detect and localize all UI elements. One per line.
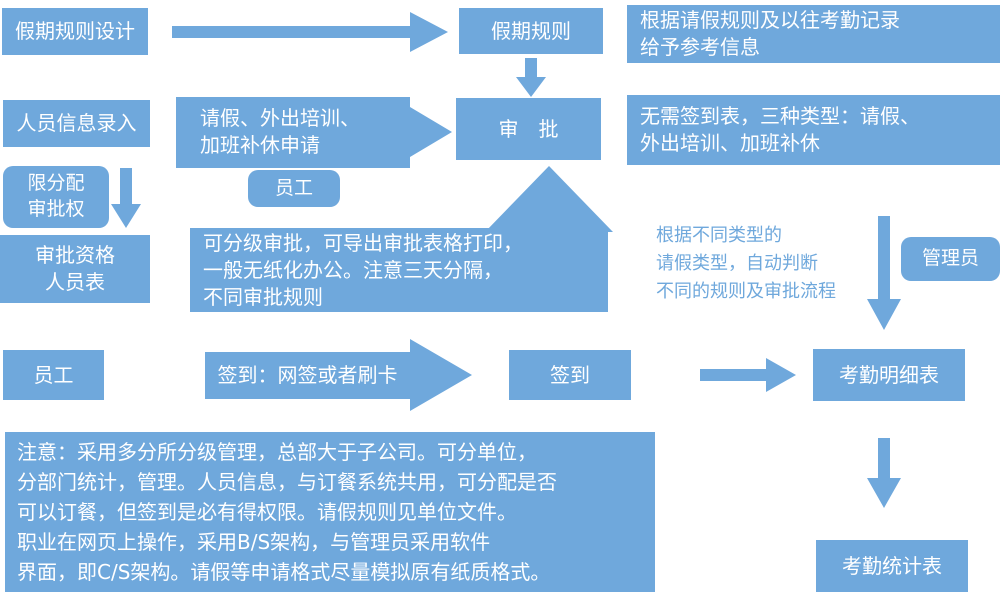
- node-bottom-note: 注意：采用多分所分级管理，总部大于子公司。可分单位， 分部门统计，管理。人员信息…: [5, 432, 655, 592]
- node-personnel-info-entry: 人员信息录入: [3, 100, 150, 147]
- label-leave-request: 请假、外出培训、 加班补休申请: [200, 106, 360, 157]
- node-approval: 审 批: [456, 98, 601, 160]
- arrow-up-to-approval: [485, 166, 613, 232]
- arrow-down-rule-to-approval: [516, 58, 546, 97]
- arrow-down-limit-to-qualification: [111, 168, 141, 228]
- node-employee-top: 员工: [248, 170, 340, 207]
- node-attendance-detail: 考勤明细表: [813, 349, 965, 401]
- node-limit-assign-approval: 限分配 审批权: [3, 166, 109, 228]
- node-employee-bottom: 员工: [3, 350, 104, 400]
- node-approval-qualification-list: 审批资格 人员表: [0, 235, 150, 303]
- arrow-down-detail-to-stats: [867, 438, 901, 508]
- arrow-right-signin-to-detail: [700, 358, 796, 392]
- label-signin-method: 签到：网签或者刷卡: [217, 363, 398, 387]
- node-admin: 管理员: [901, 237, 1000, 281]
- arrow-down-admin-to-detail: [867, 216, 901, 330]
- node-holiday-rule: 假期规则: [459, 8, 603, 54]
- arrow-right-design-to-rule: [172, 12, 448, 52]
- block-arrow-signin-method: [205, 339, 472, 411]
- node-no-signin-note: 无需签到表，三种类型：请假、 外出培训、加班补休: [627, 95, 1000, 165]
- node-signin: 签到: [509, 350, 631, 400]
- node-attendance-stats: 考勤统计表: [816, 540, 968, 592]
- node-holiday-rule-design: 假期规则设计: [2, 8, 148, 55]
- node-approval-note: 可分级审批，可导出审批表格打印， 一般无纸化办公。注意三天分隔， 不同审批规则: [190, 228, 608, 312]
- label-auto-judge-note: 根据不同类型的 请假类型，自动判断 不同的规则及审批流程: [656, 225, 836, 302]
- block-arrow-leave-request: [176, 97, 452, 168]
- node-reference-info-note: 根据请假规则及以往考勤记录 给予参考信息: [627, 5, 1000, 63]
